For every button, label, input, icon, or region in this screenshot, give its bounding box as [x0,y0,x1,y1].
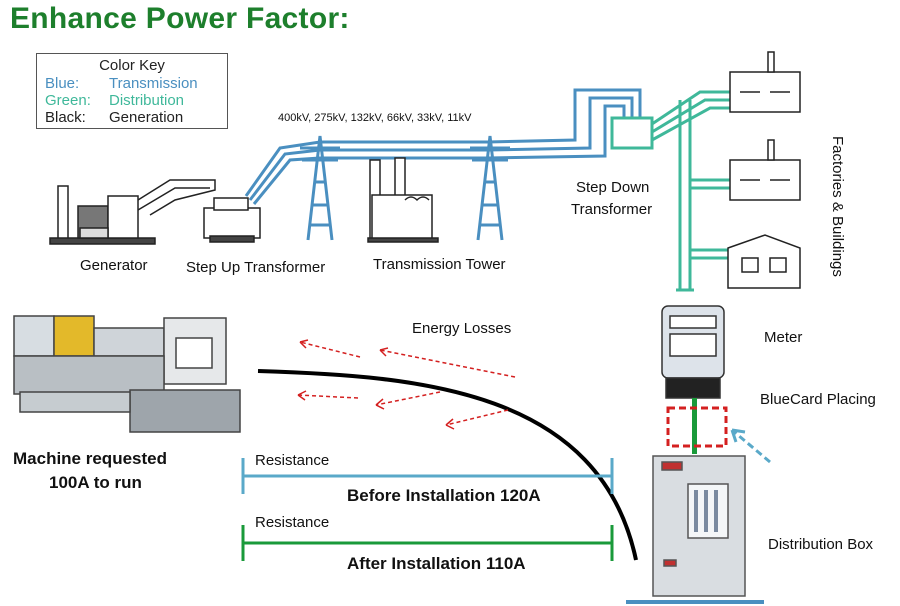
page-title: Enhance Power Factor: [10,2,350,35]
resistance-after-label: Resistance [255,514,330,531]
generator-icon [49,179,216,245]
voltage-levels: 400kV, 275kV, 132kV, 66kV, 33kV, 11kV [278,112,472,124]
distribution-box-label: Distribution Box [768,536,874,553]
color-key-label: Blue: [45,75,80,92]
step-up-transformer-icon [203,197,261,243]
energy-loss-arrows [297,339,516,430]
step-down-label-line2: Transformer [571,201,653,218]
bluecard-arrow [730,428,771,464]
transmission-tower-label: Transmission Tower [373,256,506,273]
before-installation-label: Before Installation 120A [347,486,541,505]
color-key-row-distribution: Green: Distribution [45,92,184,109]
floor-line [626,600,764,604]
machine-icon [13,315,241,433]
color-key-label: Green: [45,92,91,109]
distribution-box-icon [652,455,746,597]
factory-icon [727,51,801,289]
factories-label: Factories & Buildings [829,136,846,277]
step-down-transformer-icon [610,116,654,150]
meter-icon [661,305,725,399]
before-installation-bar [241,458,614,494]
bluecard-placing-box [666,406,728,448]
color-key-row-generation: Black: Generation [45,109,183,126]
energy-losses-label: Energy Losses [412,320,512,337]
color-key-value: Distribution [109,92,185,109]
resistance-before-label: Resistance [255,452,330,469]
substation-icon [367,157,439,243]
color-key-title: Color Key [99,57,165,74]
after-installation-label: After Installation 110A [347,554,526,573]
machine-label-line1: Machine requested [13,449,167,468]
step-up-transformer-label: Step Up Transformer [186,259,326,276]
meter-label: Meter [764,329,803,346]
color-key-value: Transmission [109,75,198,92]
color-key-value: Generation [109,109,184,126]
distribution-lines [651,90,740,292]
generator-label: Generator [80,257,148,274]
color-key: Color Key Blue: Transmission Green: Distri… [36,53,228,129]
color-key-row-transmission: Blue: Transmission [45,75,198,92]
step-down-label-line1: Step Down [576,179,650,196]
transmission-tower-icon [300,135,510,241]
machine-label-line2: 100A to run [49,473,142,492]
bluecard-placing-label: BlueCard Placing [760,391,876,408]
meter-wire [692,398,697,454]
color-key-label: Black: [45,109,86,126]
power-cable [257,369,638,561]
after-installation-bar [241,525,614,561]
